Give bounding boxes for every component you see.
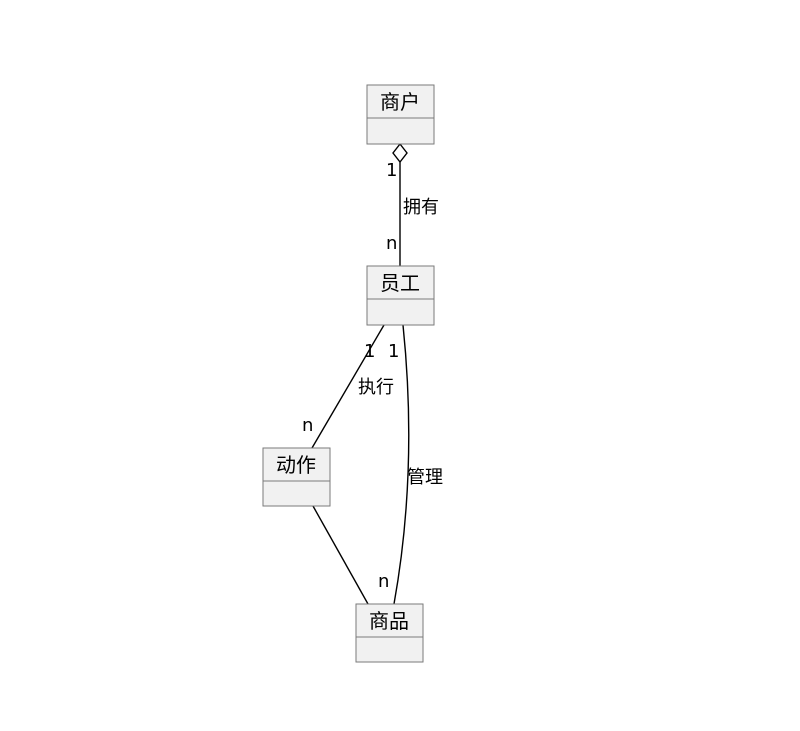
mult-manages-source: 1 <box>388 341 399 362</box>
edge-employee-product <box>393 324 410 605</box>
mult-owns-source: 1 <box>386 160 397 181</box>
class-action[interactable]: 动作 <box>262 447 331 507</box>
class-employee[interactable]: 员工 <box>366 265 435 326</box>
label-owns: 拥有 <box>403 197 439 218</box>
mult-manages-target: n <box>378 571 389 592</box>
mult-owns-target: n <box>386 233 397 254</box>
class-product[interactable]: 商品 <box>355 603 424 663</box>
class-product-name: 商品 <box>369 609 409 633</box>
class-action-name: 动作 <box>276 453 316 477</box>
edge-employee-action <box>311 324 385 449</box>
label-manages: 管理 <box>407 467 443 488</box>
class-merchant-name: 商户 <box>380 90 420 114</box>
class-merchant[interactable]: 商户 <box>366 84 435 145</box>
label-executes: 执行 <box>358 377 394 398</box>
class-employee-name: 员工 <box>380 271 420 295</box>
aggregation-diamond-icon <box>392 142 408 164</box>
mult-executes-source: 1 <box>364 341 375 362</box>
mult-executes-target: n <box>302 415 313 436</box>
edge-action-product <box>312 505 369 605</box>
